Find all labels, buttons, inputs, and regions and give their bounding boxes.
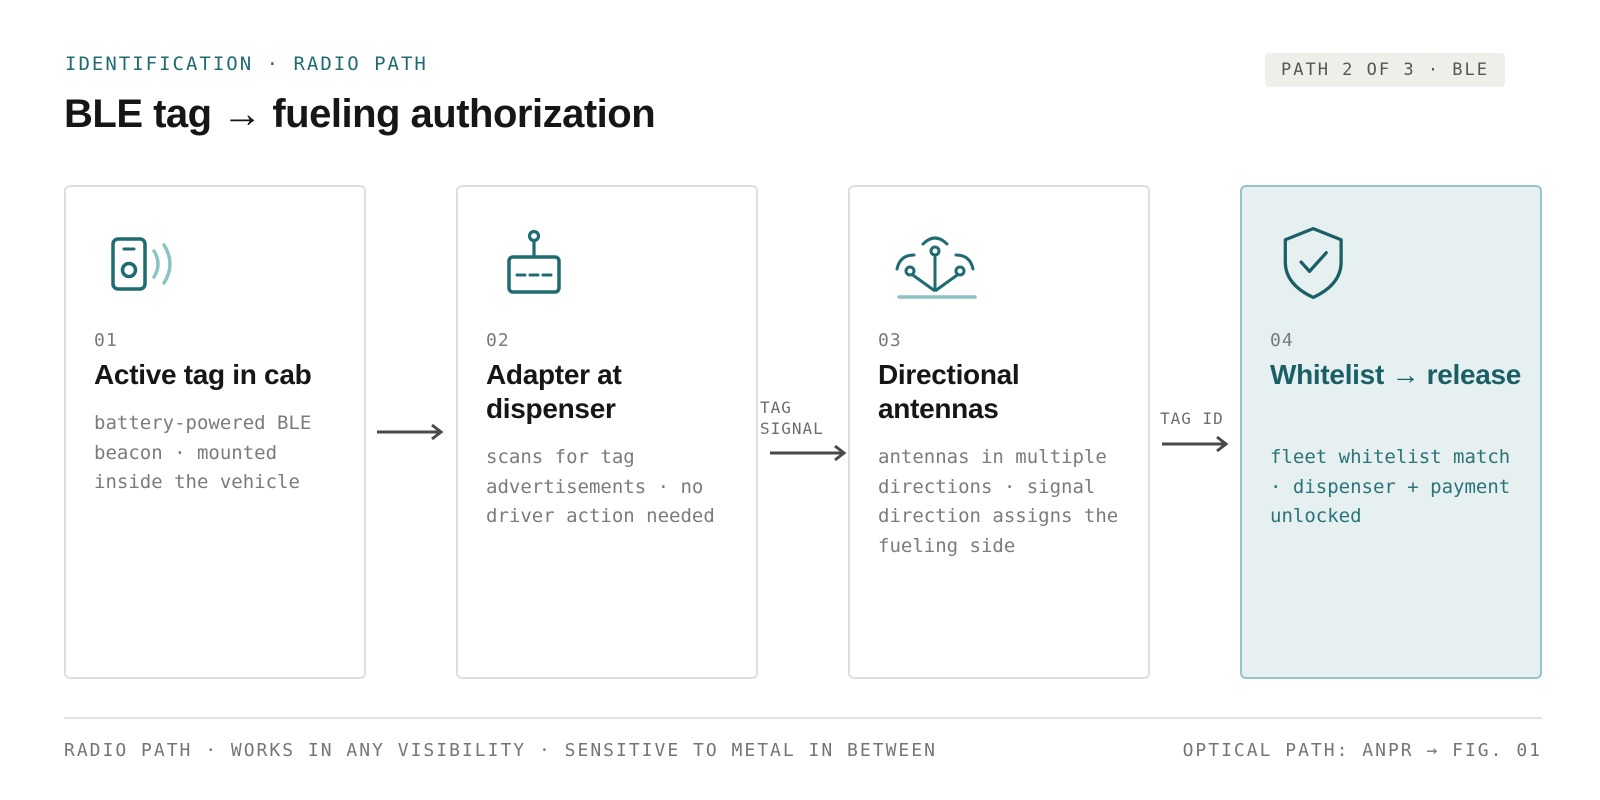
step-card-1: 01 Active tag in cab battery-powered BLE… [64,185,366,679]
step-number: 03 [878,330,902,351]
adapter-icon [507,229,561,294]
footer-divider [64,717,1542,719]
arrow-right-icon [1162,435,1229,453]
step-description: scans for tag advertisements · no driver… [486,446,715,527]
connector-label: TAG ID [1160,409,1224,428]
step-description: antennas in multiple directions · signal… [878,446,1119,557]
connector-3: TAG ID [1160,408,1230,453]
step-card-4: 04 Whitelist → release fleet whitelist m… [1240,185,1542,679]
step-number: 01 [94,330,118,351]
step-title: Adapter at dispenser [486,359,622,424]
step-card-3: 03 Directional antennas antennas in mult… [848,185,1150,679]
step-description: fleet whitelist match · dispenser + paym… [1270,446,1511,527]
footer-note: RADIO PATH · WORKS IN ANY VISIBILITY · S… [64,740,937,761]
connector-label: TAG SIGNAL [760,398,824,438]
step-number: 04 [1270,330,1294,351]
antennas-icon [895,236,977,299]
path-badge: PATH 2 OF 3 · BLE [1265,53,1505,87]
connector-1 [375,423,445,441]
page-title: BLE tag → fueling authorization [64,92,656,136]
step-title: Directional antennas [878,359,1020,424]
step-number: 02 [486,330,510,351]
connector-2: TAG SIGNAL [760,397,848,462]
shield-check-icon [1283,226,1343,300]
step-title: Active tag in cab [94,359,312,390]
step-card-2: 02 Adapter at dispenser scans for tag ad… [456,185,758,679]
step-title: Whitelist → release [1270,359,1522,390]
step-description: battery-powered BLE beacon · mounted ins… [94,412,312,493]
arrow-right-icon [377,423,444,441]
ble-tag-icon [111,237,172,291]
arrow-right-icon [770,444,847,462]
eyebrow-label: IDENTIFICATION · RADIO PATH [65,53,428,75]
footer-cross-reference: OPTICAL PATH: ANPR → FIG. 01 [1182,740,1542,761]
